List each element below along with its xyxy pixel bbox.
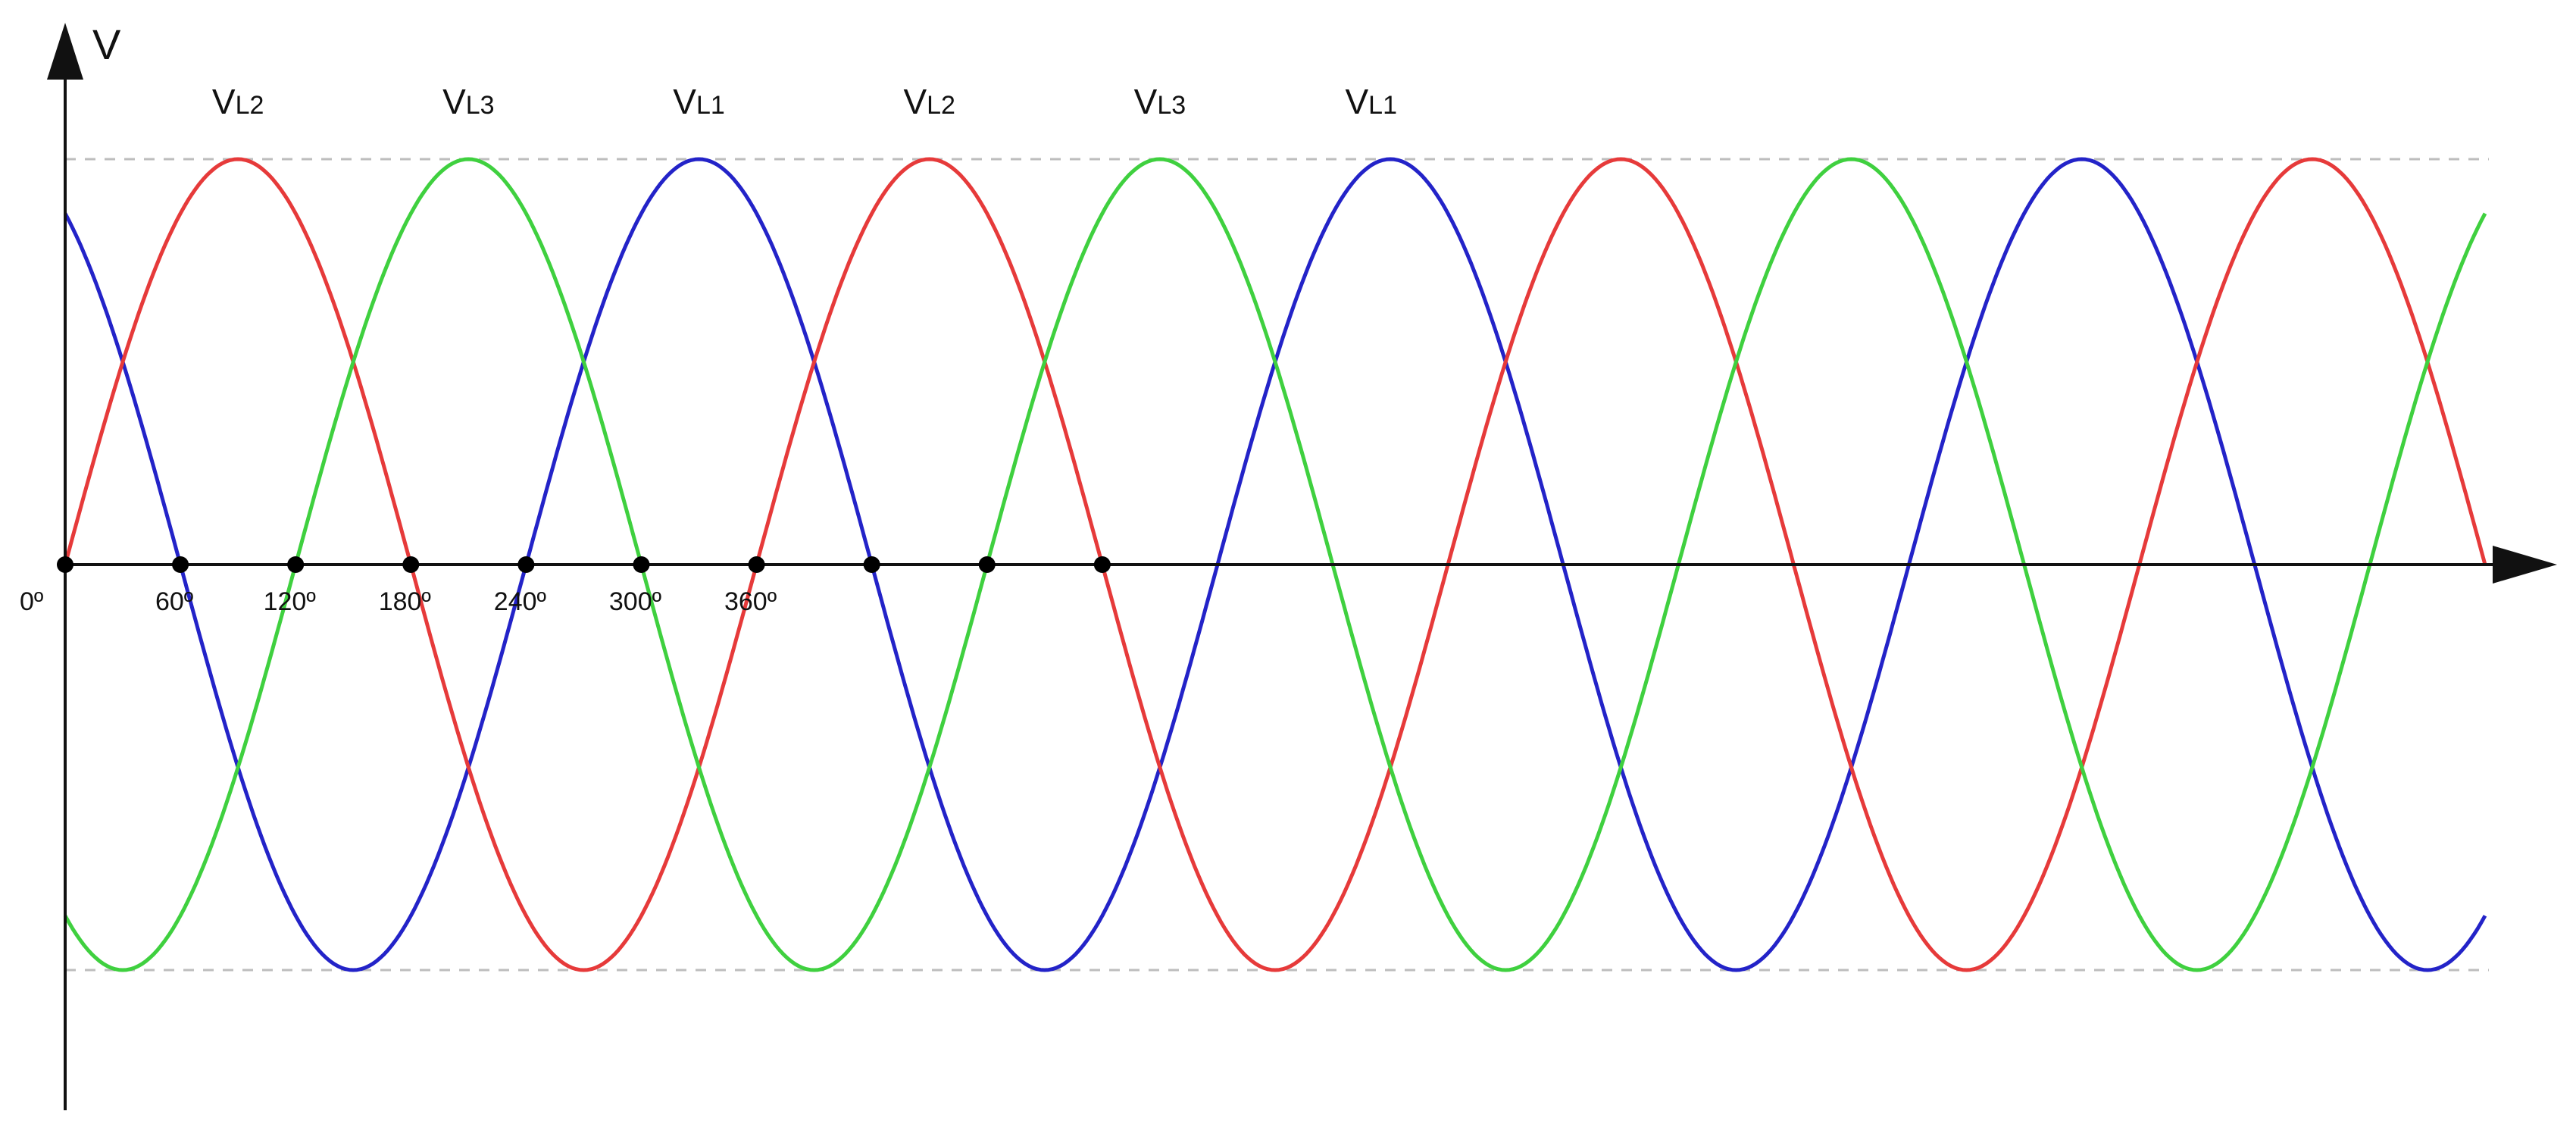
x-tick-label-5: 240º xyxy=(494,587,546,616)
zero-crossing-marker-4 xyxy=(402,556,420,573)
peak-label-2: VL3 xyxy=(442,82,495,121)
peak-labels: VL2 VL3 VL1 VL2 VL3 VL1 xyxy=(212,82,1397,121)
axes: V xyxy=(47,20,2557,1110)
x-tick-labels: 0º 60º 120º 180º 240º 300º 360º xyxy=(20,587,777,616)
peak-label-4: VL2 xyxy=(903,82,955,121)
zero-crossing-marker-2 xyxy=(172,556,189,573)
zero-crossing-marker-1 xyxy=(57,556,73,573)
zero-crossing-marker-10 xyxy=(1093,556,1111,573)
zero-crossing-marker-6 xyxy=(633,556,650,573)
voltage-series xyxy=(63,157,2487,972)
zero-crossing-marker-7 xyxy=(748,556,765,573)
x-tick-label-2: 60º xyxy=(155,587,193,616)
zero-crossing-marker-8 xyxy=(863,556,880,573)
x-axis-arrow-icon xyxy=(2493,546,2557,584)
y-axis-arrow-icon xyxy=(47,23,83,80)
x-tick-label-6: 300º xyxy=(609,587,661,616)
x-tick-label-7: 360º xyxy=(724,587,777,616)
y-axis-label: V xyxy=(92,20,121,68)
peak-label-5: VL3 xyxy=(1134,82,1186,121)
x-tick-label-4: 180º xyxy=(379,587,431,616)
peak-label-3: VL1 xyxy=(673,82,725,121)
peak-label-6: VL1 xyxy=(1345,82,1397,121)
x-tick-label-1: 0º xyxy=(20,587,43,616)
series-line-vl3 xyxy=(63,157,2487,972)
peak-label-1: VL2 xyxy=(212,82,264,121)
x-tick-label-3: 120º xyxy=(264,587,316,616)
zero-crossing-marker-3 xyxy=(287,556,305,573)
zero-crossing-markers xyxy=(57,556,1111,573)
zero-crossing-marker-5 xyxy=(517,556,535,573)
zero-crossing-marker-9 xyxy=(978,556,996,573)
